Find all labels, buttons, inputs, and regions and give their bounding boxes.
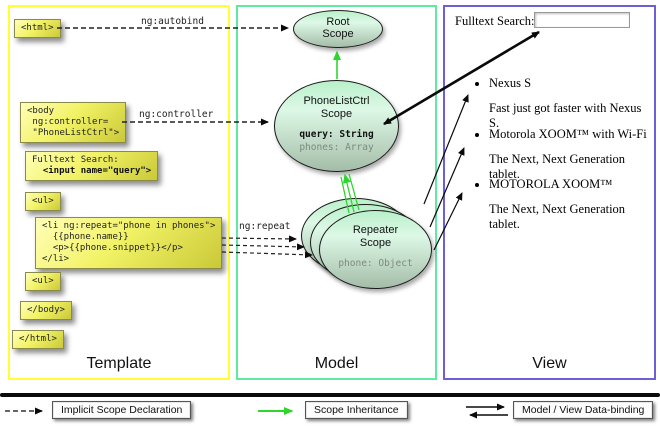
view-item-xoom-wifi: Motorola XOOM™ with Wi-Fi The Next, Next… [464,127,654,182]
view-item-nexus: Nexus S Fast just got faster with Nexus … [464,76,654,131]
code-text: "PhoneListCtrl"> [27,128,120,138]
phonelistctrl-scope-ellipse: PhoneListCtrl Scope query: String phones… [274,80,399,172]
model-panel [236,5,437,380]
legend-model-view-databinding: Model / View Data-binding [513,401,654,419]
code-box-html-close: </html> [12,330,64,349]
view-item-snippet: The Next, Next Generation tablet. [489,152,626,181]
code-text: {{phone.name}} [42,232,129,242]
code-text: <ul> [32,276,54,286]
view-item-xoom: MOTOROLA XOOM™ The Next, Next Generation… [464,177,654,232]
legend-scope-inheritance: Scope Inheritance [305,401,408,419]
code-box-body-close: </body> [20,301,72,320]
scope-title: Root [326,16,350,28]
repeater-scope-ellipse: Repeater Scope phone: Object [319,210,432,289]
scope-prop-query: query: String [299,129,374,140]
view-search-label: Fulltext Search: [455,14,535,28]
code-text: <html> [21,23,54,33]
code-box-fulltext-search: Fulltext Search: <input name="query"> [25,151,159,181]
scope-title: Scope [359,237,392,249]
code-box-html-open: <html> [14,19,61,38]
code-text: <input name="query"> [32,166,152,176]
label-ng-controller: ng:controller [139,109,214,120]
code-text: <body [27,106,55,116]
root-scope-ellipse: Root Scope [293,10,383,48]
view-item-title: MOTOROLA XOOM™ [464,177,654,192]
template-column-label: Template [86,355,152,372]
scope-title: Repeater [352,224,399,236]
legend-implicit-scope-declaration: Implicit Scope Declaration [52,401,192,419]
code-box-li-repeat: <li ng:repeat="phone in phones"> {{phone… [35,217,223,269]
label-ng-autobind: ng:autobind [141,16,204,27]
code-box-ul: <ul> [25,192,61,211]
code-text: </html> [19,334,57,344]
label-ng-repeat: ng:repeat [239,221,291,232]
scope-title: PhoneListCtrl [303,95,370,107]
code-box-body-open: <body ng:controller= "PhoneListCtrl"> [20,102,127,143]
model-column-label: Model [314,355,359,372]
code-text: <li ng:repeat="phone in phones"> [42,221,216,231]
code-text: <ul> [32,196,54,206]
scope-title: Scope [322,28,354,40]
code-text: Fulltext Search: [32,155,119,165]
scope-prop-phone: phone: Object [338,258,413,269]
view-item-title: Motorola XOOM™ with Wi-Fi [464,127,654,142]
view-item-title: Nexus S [464,76,654,91]
scope-prop-phones: phones: Array [299,142,374,153]
scope-title: Scope [320,108,353,120]
legend-divider [0,393,660,397]
view-column-label: View [532,355,567,372]
code-text: </li> [42,254,70,264]
view-item-snippet: The Next, Next Generation tablet. [489,202,626,231]
code-text: ng:controller= [27,117,109,127]
fulltext-search-input[interactable] [534,12,630,28]
code-text: </body> [27,305,65,315]
code-box-ul-2: <ul> [25,272,61,291]
code-text: <p>{{phone.snippet}}</p> [42,243,183,253]
